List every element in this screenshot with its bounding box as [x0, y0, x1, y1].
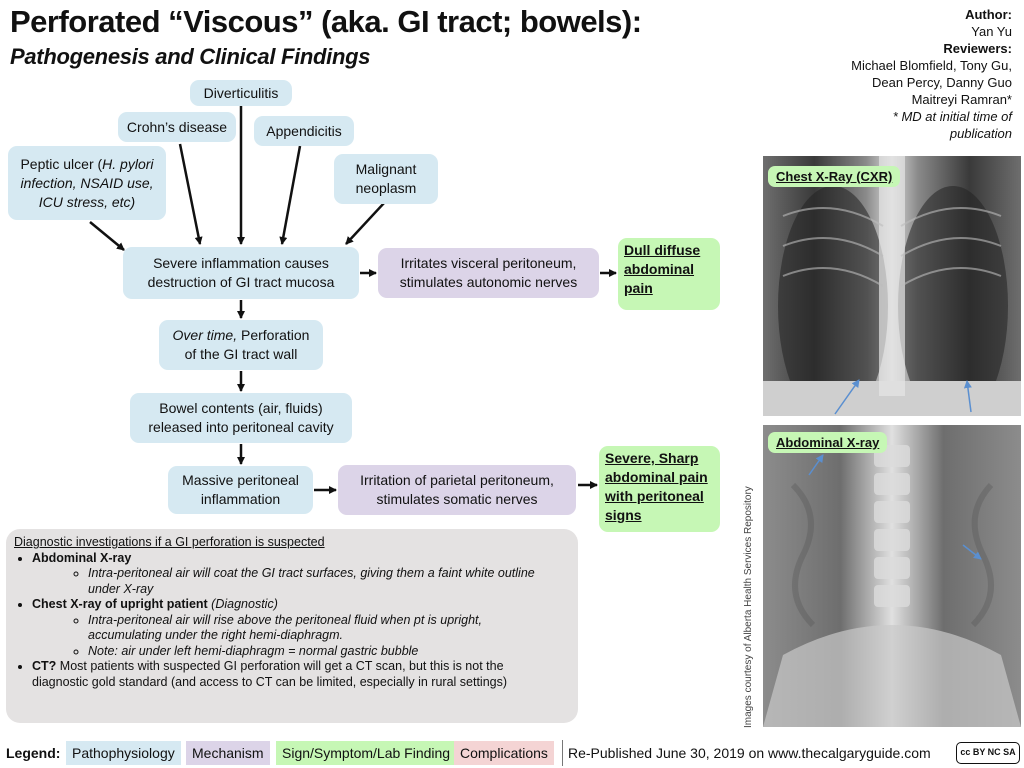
dull-line-2: abdominal — [624, 261, 695, 277]
image-courtesy: Images courtesy of Alberta Health Servic… — [743, 486, 754, 728]
peptic-detail-1: H. pylori — [102, 155, 154, 172]
credits-note-2: publication — [949, 126, 1012, 141]
bowel-contents-box: Bowel contents (air, fluids) released in… — [130, 393, 352, 443]
peptic-detail-3: ICU stress, etc) — [38, 193, 136, 210]
legend-pathophysiology: Pathophysiology — [66, 741, 181, 765]
arrow-appendicitis — [279, 145, 302, 245]
author-label: Author: — [965, 7, 1012, 22]
perforation-line-1: Perforation — [237, 327, 310, 343]
parietal-line-2: stimulates somatic nerves — [376, 491, 538, 507]
diverticulitis-label: Diverticulitis — [203, 84, 279, 101]
chest-xray-note: Note: air under left hemi-diaphragm = no… — [88, 644, 570, 660]
cause-peptic-ulcer: Peptic ulcer (H. pylori infection, NSAID… — [8, 146, 166, 220]
cause-diverticulitis: Diverticulitis — [190, 80, 292, 106]
chest-xray-label: Chest X-Ray (CXR) — [768, 166, 901, 187]
peptic-label: Peptic ulcer ( — [20, 155, 103, 172]
ct-title: CT? — [32, 659, 57, 673]
chest-detail-line-1: Intra-peritoneal air will rise above the… — [88, 612, 482, 627]
reviewers-label: Reviewers: — [943, 41, 1012, 56]
reviewers-line-2: Dean Percy, Danny Guo — [872, 75, 1012, 90]
ct-detail-line-2: diagnostic gold standard (and access to … — [32, 674, 508, 689]
diagnostic-heading: Diagnostic investigations if a GI perfor… — [14, 535, 325, 549]
diagnostic-list: Abdominal X-ray Intra-peritoneal air wil… — [14, 551, 570, 691]
dull-line-3: pain — [624, 280, 653, 296]
chest-xray-title-italic: (Diagnostic) — [207, 597, 278, 611]
massive-inflammation-box: Massive peritoneal inflammation — [168, 466, 313, 514]
malignant-line-2: neoplasm — [355, 180, 417, 196]
diagnostic-item-ct: CT? Most patients with suspected GI perf… — [32, 659, 570, 690]
chest-xray-image — [763, 156, 1021, 426]
malignant-line-1: Malignant — [355, 161, 417, 177]
abd-xray-title: Abdominal X-ray — [32, 550, 132, 565]
visceral-line-2: stimulates autonomic nerves — [399, 274, 578, 290]
sharp-line-1: Severe, Sharp — [605, 450, 699, 466]
perforation-line-2: of the GI tract wall — [184, 346, 298, 362]
cause-malignant-neoplasm: Malignant neoplasm — [334, 154, 438, 204]
severe-line-1: Severe inflammation causes — [153, 255, 329, 271]
ct-detail-line-1: Most patients with suspected GI perforat… — [56, 659, 504, 673]
diagnostic-item-chest: Chest X-ray of upright patient (Diagnost… — [32, 597, 570, 659]
chest-detail-line-2: accumulating under the right hemi-diaphr… — [88, 628, 343, 642]
abd-xray-detail: Intra-peritoneal air will coat the GI tr… — [88, 566, 570, 597]
legend-mechanism: Mechanism — [186, 741, 270, 765]
massive-line-1: Massive peritoneal — [182, 472, 299, 488]
legend-sign-symptom: Sign/Symptom/Lab Finding — [276, 741, 457, 765]
abdominal-xray-graphic — [763, 445, 1021, 727]
visceral-peritoneum-box: Irritates visceral peritoneum, stimulate… — [378, 248, 599, 298]
abd-detail-line-1: Intra-peritoneal air will coat the GI tr… — [88, 566, 535, 580]
contents-line-2: released into peritoneal cavity — [148, 419, 334, 435]
parietal-line-1: Irritation of parietal peritoneum, — [360, 472, 554, 488]
legend-label: Legend: — [6, 745, 61, 761]
sharp-line-4: signs — [605, 507, 642, 523]
published-info: Re-Published June 30, 2019 on www.thecal… — [568, 745, 931, 761]
arrow-crohns — [178, 143, 203, 245]
sharp-line-2: abdominal pain — [605, 469, 708, 485]
cc-license-icon[interactable]: cc BY NC SA — [956, 742, 1020, 764]
chest-xray-title: Chest X-ray of upright patient — [32, 597, 208, 611]
perforation-box: Over time, Perforation of the GI tract w… — [159, 320, 323, 370]
sharp-pain-box: Severe, Sharp abdominal pain with perito… — [599, 446, 720, 532]
visceral-line-1: Irritates visceral peritoneum, — [400, 255, 577, 271]
abd-detail-line-2: under X-ray — [88, 581, 154, 596]
arrow-malignant — [345, 202, 385, 245]
abdominal-xray-image — [763, 425, 1021, 727]
footer-legend: Legend: Pathophysiology Mechanism Sign/S… — [0, 738, 1024, 768]
crohns-label: Crohn’s disease — [126, 118, 228, 135]
sharp-line-3: with peritoneal — [605, 488, 704, 504]
reviewers-line-3: Maitreyi Ramran* — [911, 92, 1012, 107]
severe-line-2: destruction of GI tract mucosa — [147, 274, 335, 290]
diagnostic-investigations-box: Diagnostic investigations if a GI perfor… — [6, 529, 578, 723]
contents-line-1: Bowel contents (air, fluids) — [159, 400, 323, 416]
abdominal-xray-label: Abdominal X-ray — [768, 432, 888, 453]
legend-complications: Complications — [454, 741, 554, 765]
cause-crohns: Crohn’s disease — [118, 112, 236, 142]
author-name: Yan Yu — [971, 24, 1012, 39]
reviewers-line-1: Michael Blomfield, Tony Gu, — [851, 58, 1012, 73]
page-title: Perforated “Viscous” (aka. GI tract; bow… — [10, 4, 642, 39]
credits-note-1: * MD at initial time of — [892, 109, 1012, 124]
dull-line-1: Dull diffuse — [624, 242, 701, 258]
peptic-detail-2: infection, NSAID use, — [20, 174, 154, 191]
footer-divider — [562, 740, 563, 766]
parietal-peritoneum-box: Irritation of parietal peritoneum, stimu… — [338, 465, 576, 515]
credits-block: Author: Yan Yu Reviewers: Michael Blomfi… — [812, 6, 1012, 142]
severe-inflammation-box: Severe inflammation causes destruction o… — [123, 247, 359, 299]
appendicitis-label: Appendicitis — [266, 122, 342, 139]
massive-line-2: inflammation — [200, 491, 281, 507]
arrow-peptic — [89, 221, 125, 251]
chest-xray-detail: Intra-peritoneal air will rise above the… — [88, 613, 570, 644]
page-subtitle: Pathogenesis and Clinical Findings — [10, 44, 371, 69]
chest-xray-graphic — [763, 156, 1021, 426]
dull-pain-box: Dull diffuse abdominal pain — [618, 238, 720, 310]
cause-appendicitis: Appendicitis — [254, 116, 354, 146]
perforation-italic: Over time, — [172, 327, 238, 343]
diagnostic-item-abdominal: Abdominal X-ray Intra-peritoneal air wil… — [32, 551, 570, 598]
